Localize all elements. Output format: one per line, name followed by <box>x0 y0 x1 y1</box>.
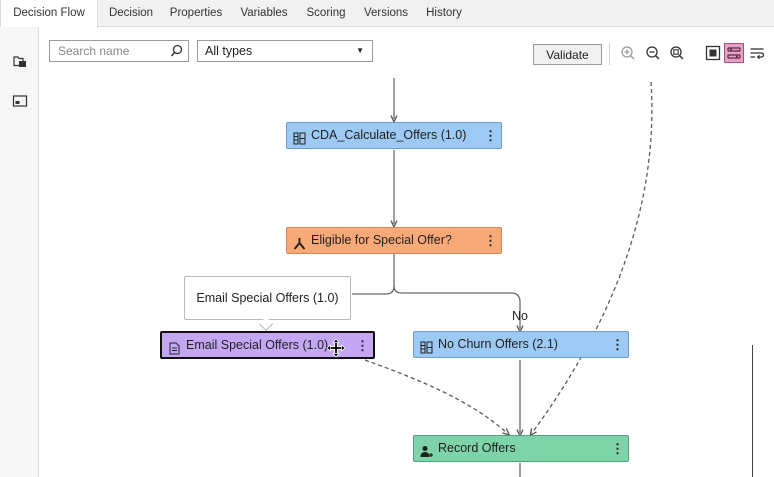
tab-decision[interactable]: Decision <box>108 7 154 19</box>
branch-icon <box>293 234 306 250</box>
node-label: No Churn Offers (2.1) <box>438 337 558 351</box>
folders-icon[interactable] <box>12 53 28 69</box>
zoom-fit-icon[interactable] <box>669 45 685 61</box>
node-label: Record Offers <box>438 441 516 455</box>
node-email-special-offers[interactable]: Email Special Offers (1.0) ⋮ <box>160 331 375 359</box>
panel-icon[interactable] <box>12 93 28 109</box>
type-filter-select[interactable]: All types ▼ <box>197 40 373 62</box>
model-icon <box>420 338 433 354</box>
flow-view-icon[interactable] <box>724 43 744 63</box>
wrap-icon[interactable] <box>749 45 765 61</box>
toolbar-divider <box>609 43 610 65</box>
canvas-scrollbar[interactable] <box>752 345 753 477</box>
node-label: Eligible for Special Offer? <box>311 233 452 247</box>
node-tooltip: Email Special Offers (1.0) <box>184 276 351 320</box>
node-menu-icon[interactable]: ⋮ <box>484 128 497 143</box>
zoom-in-icon[interactable] <box>620 45 636 61</box>
tab-decision-flow[interactable]: Decision Flow <box>0 0 98 28</box>
connector-eligible-split <box>352 254 395 295</box>
node-no-churn-offers[interactable]: No Churn Offers (2.1) ⋮ <box>413 331 629 358</box>
treatment-icon <box>168 339 181 355</box>
search-icon[interactable] <box>170 44 184 58</box>
connector-eligible-to-no <box>393 285 520 329</box>
tab-versions[interactable]: Versions <box>363 7 409 19</box>
zoom-out-icon[interactable] <box>645 45 661 61</box>
caret-down-icon: ▼ <box>356 46 364 55</box>
validate-button[interactable]: Validate <box>533 44 602 65</box>
tab-scoring[interactable]: Scoring <box>306 7 346 19</box>
dashed-connector-top-to-record <box>532 81 653 433</box>
tab-history[interactable]: History <box>426 7 462 19</box>
node-label: Email Special Offers (1.0) <box>186 338 329 352</box>
model-icon <box>293 129 306 145</box>
branch-label-no: No <box>512 309 528 323</box>
node-record-offers[interactable]: Record Offers ⋮ <box>413 435 629 462</box>
dashed-connector-email-to-record <box>364 359 507 433</box>
search-box <box>49 40 189 62</box>
node-cda-calculate-offers[interactable]: CDA_Calculate_Offers (1.0) ⋮ <box>286 122 502 149</box>
tab-bar: Decision Flow Decision Properties Variab… <box>0 0 774 28</box>
tab-properties[interactable]: Properties <box>169 7 223 19</box>
node-menu-icon[interactable]: ⋮ <box>484 233 497 248</box>
node-view-icon[interactable] <box>705 45 721 61</box>
node-menu-icon[interactable]: ⋮ <box>611 441 624 456</box>
node-label: CDA_Calculate_Offers (1.0) <box>311 128 467 142</box>
move-cursor-icon <box>326 338 346 358</box>
search-input[interactable] <box>50 41 168 61</box>
node-eligible-for-special-offer[interactable]: Eligible for Special Offer? ⋮ <box>286 227 502 254</box>
tab-variables[interactable]: Variables <box>240 7 288 19</box>
node-menu-icon[interactable]: ⋮ <box>611 337 624 352</box>
type-filter-value: All types <box>205 44 253 58</box>
node-menu-icon[interactable]: ⋮ <box>356 338 369 353</box>
record-icon <box>420 442 433 457</box>
left-rail <box>0 27 39 477</box>
